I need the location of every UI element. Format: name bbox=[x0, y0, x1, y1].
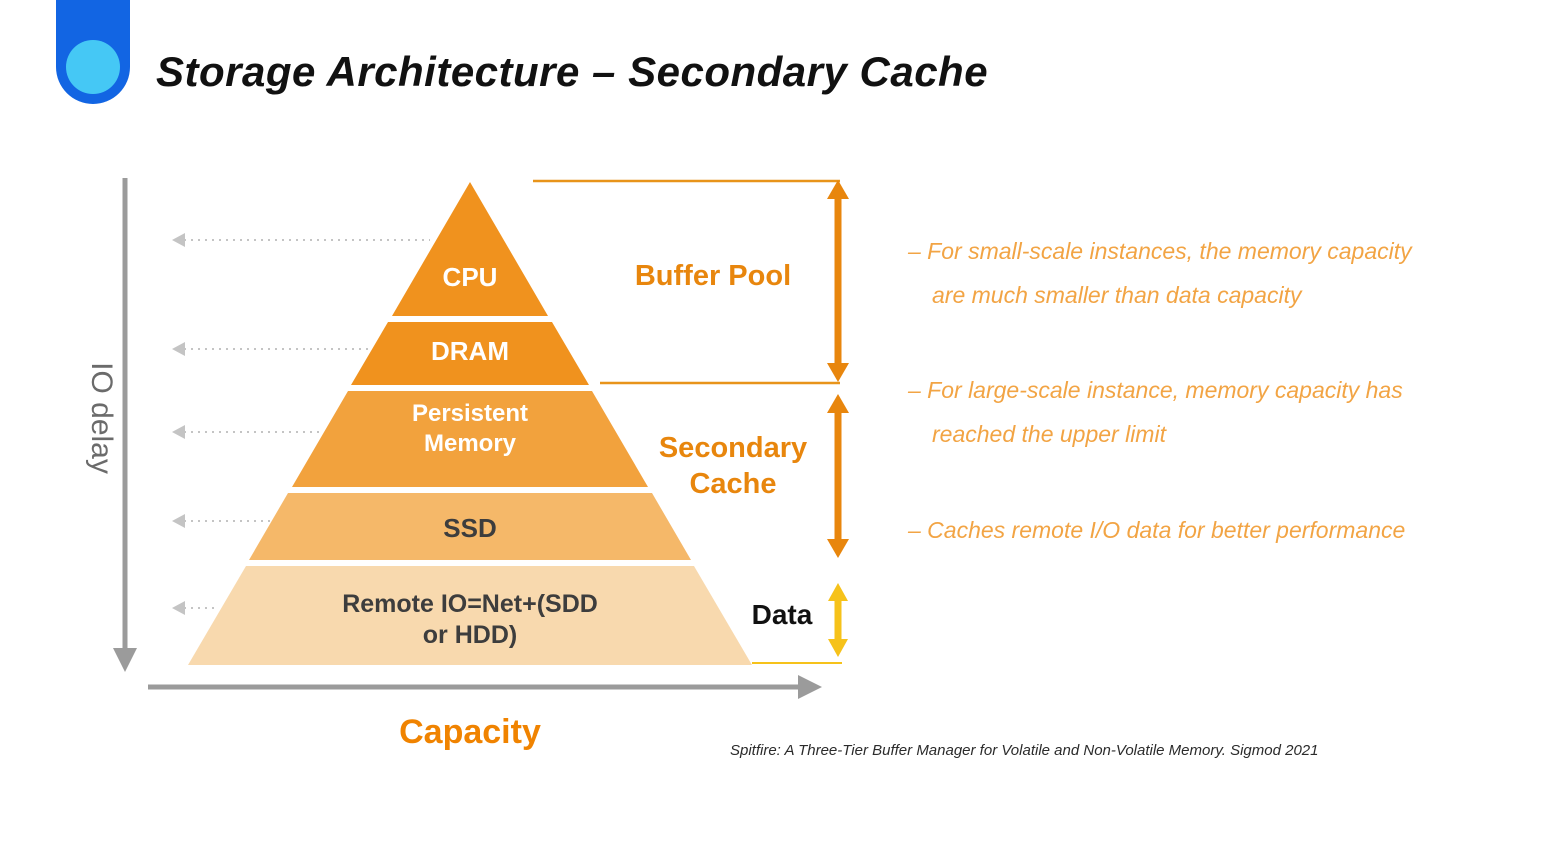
y-axis-arrowhead-icon bbox=[113, 648, 137, 672]
note-small-scale: – For small-scale instances, the memory … bbox=[908, 238, 1412, 308]
notes-list: – For small-scale instances, the memory … bbox=[908, 230, 1508, 604]
tier-label-dram: DRAM bbox=[431, 336, 509, 366]
secondary-cache-arrow-head-top-icon bbox=[827, 394, 849, 413]
dashed-arrow-head-cpu-icon bbox=[172, 233, 185, 247]
pyramid-tier-cpu bbox=[392, 182, 548, 316]
citation: Spitfire: A Three-Tier Buffer Manager fo… bbox=[730, 742, 1319, 759]
note-remote-cache: – Caches remote I/O data for better perf… bbox=[908, 516, 1406, 543]
note-large-scale: – For large-scale instance, memory capac… bbox=[908, 377, 1403, 448]
buffer-pool-label: Buffer Pool bbox=[634, 260, 792, 292]
page-title: Storage Architecture – Secondary Cache bbox=[156, 48, 989, 95]
logo-circle-icon bbox=[66, 40, 120, 94]
y-axis-label: IO delay bbox=[85, 362, 118, 474]
secondary-cache-label: Secondary Cache bbox=[658, 432, 808, 501]
data-arrow-head-top-icon bbox=[828, 583, 848, 601]
pyramid-tier-persistent-memory bbox=[292, 391, 648, 487]
data-label: Data bbox=[751, 599, 813, 630]
x-axis-label: Capacity bbox=[399, 713, 541, 751]
pyramid-tier-remote-io bbox=[188, 566, 752, 665]
tier-label-remote-io: Remote IO=Net+(SDD or HDD) bbox=[342, 590, 598, 650]
buffer-pool-arrow-head-bottom-icon bbox=[827, 363, 849, 382]
secondary-cache-arrow-head-bottom-icon bbox=[827, 539, 849, 558]
tier-label-ssd: SSD bbox=[443, 513, 497, 543]
dashed-arrow-head-remote-icon bbox=[172, 601, 185, 615]
x-axis-arrowhead-icon bbox=[798, 675, 822, 699]
dashed-arrow-head-dram-icon bbox=[172, 342, 185, 356]
dashed-arrow-head-pm-icon bbox=[172, 425, 185, 439]
pyramid-tier-dram bbox=[351, 322, 589, 385]
data-arrow-head-bottom-icon bbox=[828, 639, 848, 657]
logo bbox=[56, 0, 130, 104]
buffer-pool-arrow-head-top-icon bbox=[827, 180, 849, 199]
pyramid-tier-ssd bbox=[249, 493, 691, 560]
tier-label-persistent-memory: Persistent Memory bbox=[411, 400, 529, 457]
tier-label-cpu: CPU bbox=[442, 262, 498, 292]
dashed-arrow-head-ssd-icon bbox=[172, 514, 185, 528]
